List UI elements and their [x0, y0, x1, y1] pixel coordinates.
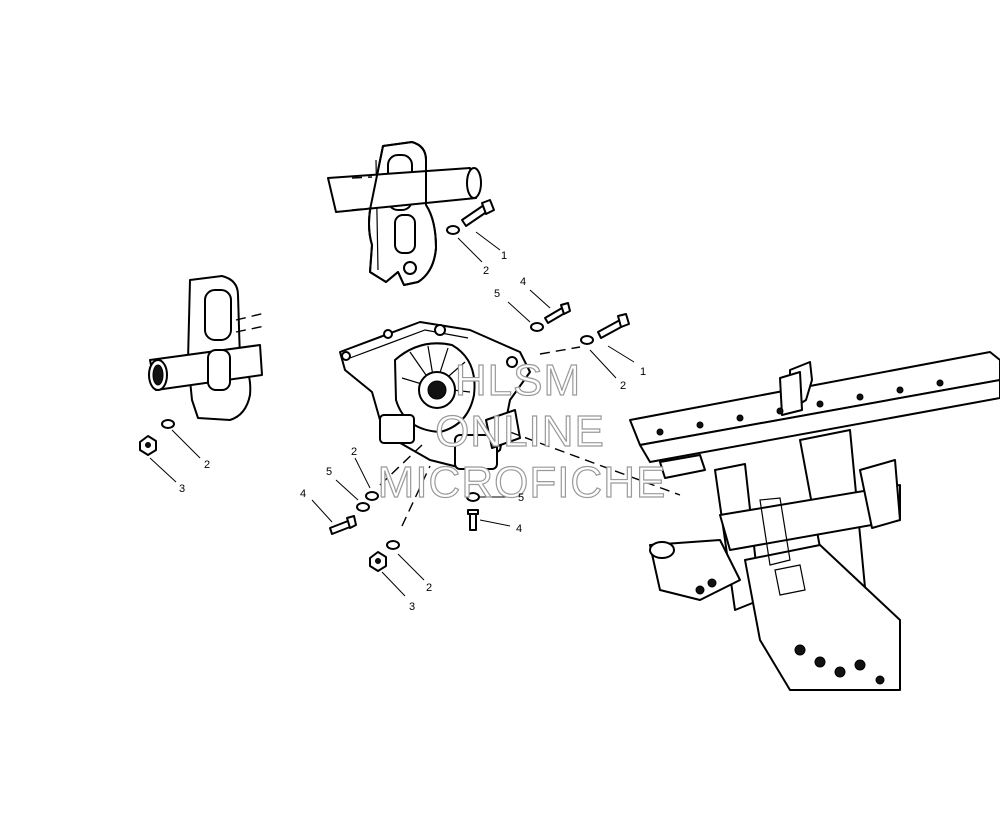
left-mount-arm: [148, 275, 266, 421]
watermark: HLSM ONLINE MICROFICHE: [377, 355, 667, 507]
vehicle-frame: [629, 351, 1000, 691]
washer-2-left: [161, 419, 175, 429]
callout-2: 2: [426, 582, 432, 594]
callout-1: 1: [640, 366, 646, 378]
gearcase-housing: [339, 321, 531, 471]
washer-5-lower-left: [356, 502, 370, 512]
callout-1: 1: [501, 250, 507, 262]
callout-4: 4: [520, 276, 526, 288]
callout-3: 3: [409, 601, 415, 613]
callout-5: 5: [494, 288, 500, 300]
bolt-4-lower-left: [329, 520, 351, 535]
callout-5: 5: [518, 492, 524, 504]
callout-2: 2: [620, 380, 626, 392]
callout-2: 2: [483, 265, 489, 277]
watermark-line-1: HLSM: [455, 356, 581, 405]
washer-2-right: [580, 335, 594, 345]
callout-4: 4: [300, 488, 306, 500]
watermark-line-2: ONLINE: [435, 407, 605, 456]
washer-2-upper: [446, 225, 460, 235]
washer-2-lower-left: [365, 491, 379, 501]
callout-2: 2: [351, 446, 357, 458]
callout-2: 2: [204, 459, 210, 471]
watermark-line-3: MICROFICHE: [378, 458, 667, 507]
leader-lines: [149, 231, 681, 597]
callout-3: 3: [179, 483, 185, 495]
callout-4: 4: [516, 523, 522, 535]
callouts: 1 1 2 2 2 2 2 3 3 4 4 4 5 5 5: [179, 250, 646, 613]
bolt-1-upper: [461, 199, 495, 227]
frame-holes: [656, 379, 944, 685]
fasteners: [139, 199, 630, 572]
washer-5-upper: [530, 322, 544, 332]
upper-mount-arm: [327, 141, 482, 286]
washer-5-lower-center: [466, 492, 480, 502]
washer-2-lower: [386, 540, 400, 550]
callout-5: 5: [326, 466, 332, 478]
